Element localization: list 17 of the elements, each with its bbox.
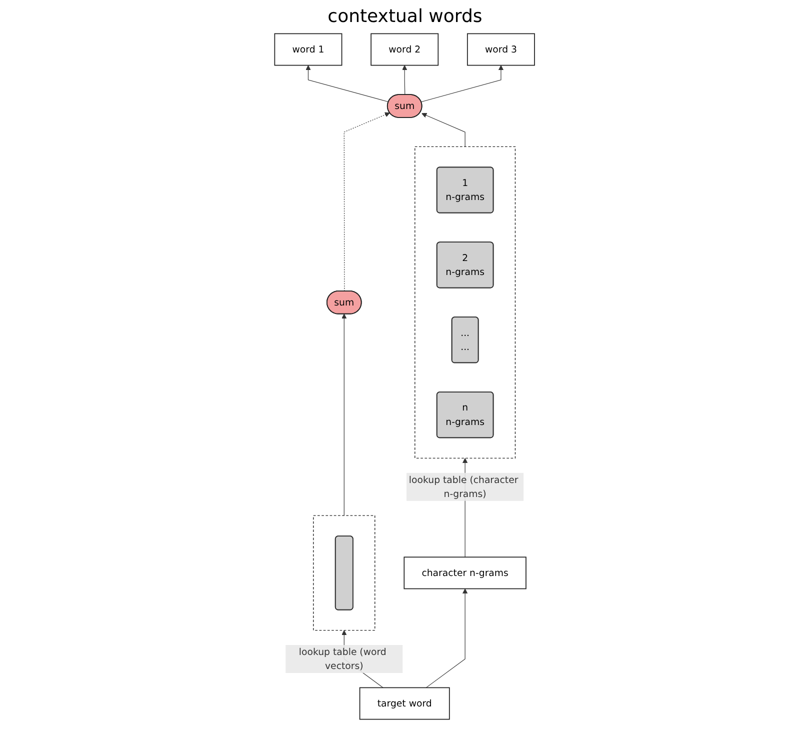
node-box: character n-grams — [404, 556, 527, 590]
cluster — [313, 515, 376, 631]
arrow — [402, 65, 408, 96]
node-box: word 1 — [274, 33, 343, 66]
cluster — [414, 146, 516, 459]
arrow — [426, 588, 468, 688]
edge-label: lookup table (character n-grams) — [409, 474, 519, 500]
node-box: word 2 — [371, 33, 439, 66]
arrow — [422, 112, 466, 147]
arrow — [342, 314, 348, 516]
node-box: word 3 — [467, 33, 536, 66]
arrow — [344, 112, 390, 292]
node-box: target word — [360, 687, 450, 720]
diagram-title: contextual words — [326, 6, 484, 27]
arrow — [306, 65, 390, 102]
edge-label: lookup table (word vectors) — [299, 646, 387, 672]
arrow — [421, 65, 504, 102]
